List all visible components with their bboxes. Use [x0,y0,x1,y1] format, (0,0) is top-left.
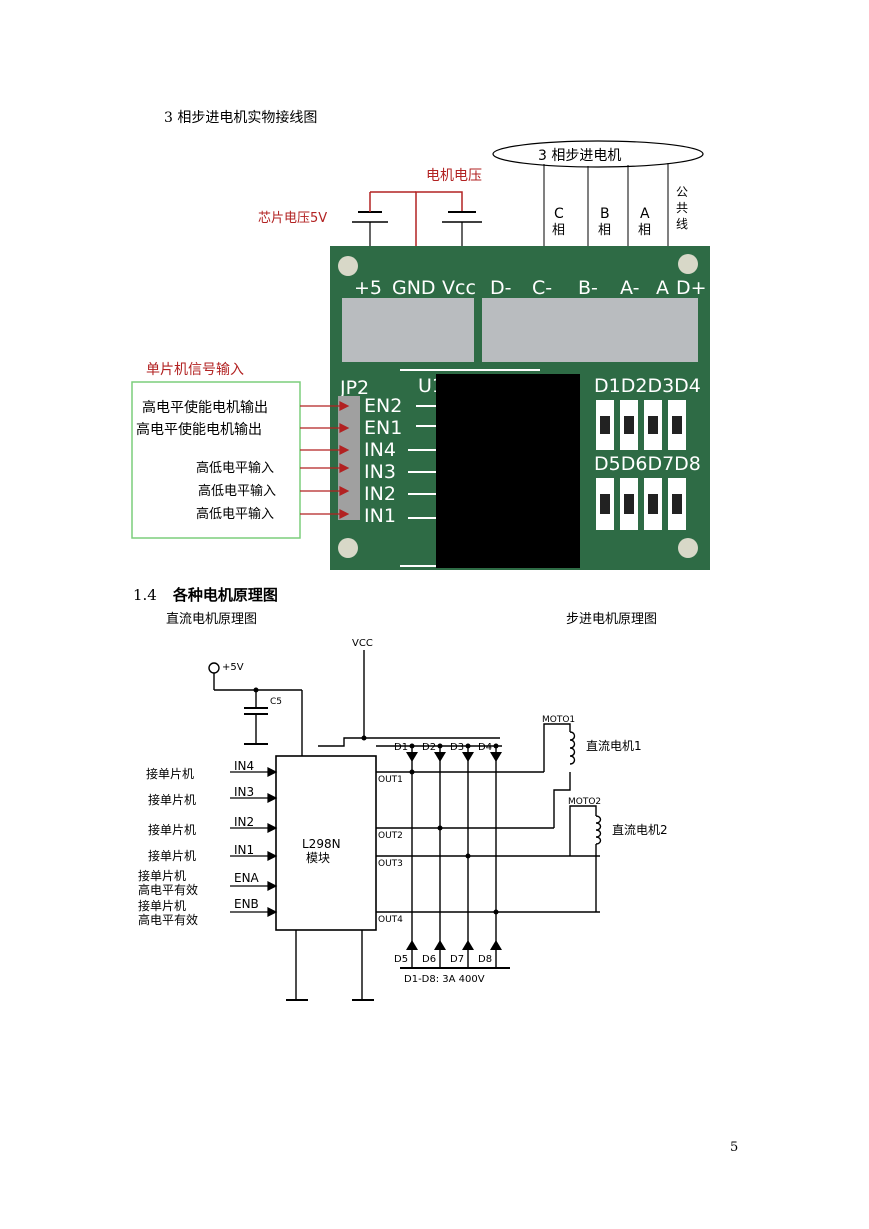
pin-in3: IN3 [364,461,396,483]
d2-label: D2 [422,742,436,753]
out2-label: OUT2 [378,831,403,841]
in3-pin: IN3 [234,785,254,799]
motor-label: 3 相步进电机 [538,148,621,164]
common-wire-2: 共 [676,201,688,215]
l298n-schematic: VCC +5V C5 L298N 模块 IN4 IN3 IN2 IN1 ENA … [138,638,668,1001]
ena-label2: 高电平有效 [138,882,198,897]
pin-gnd: GND [392,277,436,299]
page-number: 5 [730,1140,739,1155]
d7-label: D7 [450,954,464,965]
d6-label: D6 [422,954,436,965]
pin-in1: IN1 [364,505,396,527]
module-name: L298N [302,837,341,851]
phase-b-letter: B [600,206,610,222]
mount-hole [678,254,698,274]
in2-label: 接单片机 [148,822,196,837]
out3-label: OUT3 [378,859,403,869]
pin-in4: IN4 [364,439,396,461]
d1-label: D1 [394,742,408,753]
diode-top-labels: D1D2D3D4 [594,375,701,397]
phase-a-letter: A [640,206,650,222]
module-word: 模块 [306,851,330,865]
page-heading: 3 相步进电机实物接线图 [164,110,318,126]
pin-en2: EN2 [364,395,402,417]
moto1-id: MOTO1 [542,715,575,725]
pin-a: A [656,277,669,299]
moto2-label: 直流电机2 [612,823,668,837]
mount-hole [678,538,698,558]
pin-plus5: +5 [354,277,382,299]
mount-hole [338,256,358,276]
chip-voltage-label: 芯片电压5V [258,211,327,226]
enb-pin: ENB [234,897,259,911]
phase-c-word: 相 [552,223,565,238]
jp2-header [338,396,360,520]
pin-b-minus: B- [578,277,598,299]
pin-d-plus: D+ [676,277,707,299]
enb-label: 接单片机 [138,898,186,913]
ena-pin: ENA [234,871,260,885]
phase-a-word: 相 [638,223,651,238]
motor-voltage-label: 电机电压 [426,168,482,184]
diode-note: D1-D8: 3A 400V [404,974,485,985]
plus5v-label: +5V [222,662,244,673]
in2-pin: IN2 [234,815,254,829]
section-number: 1.4 [133,586,157,604]
ena-label: 接单片机 [138,868,186,883]
board-wiring-diagram: 3 相步进电机 电机电压 芯片电压5V C 相 B 相 A 相 公 共 线 +5… [131,140,710,570]
motor-voltage-wire [415,191,463,246]
in4-label: 接单片机 [146,766,194,781]
mount-hole [338,538,358,558]
d8-label: D8 [478,954,492,965]
l298n-chip [436,374,580,568]
mcu-input-in3: 高低电平输入 [196,460,274,476]
moto2-id: MOTO2 [568,797,601,807]
in1-pin: IN1 [234,843,254,857]
mcu-input-in2: 高低电平输入 [198,483,276,499]
c5-label: C5 [270,697,282,707]
diode-bottom-labels: D5D6D7D8 [594,453,701,475]
in3-label: 接单片机 [148,792,196,807]
mcu-input-box [131,381,301,539]
d5-label: D5 [394,954,408,965]
section-title: 各种电机原理图 [172,586,278,604]
d3-label: D3 [450,742,464,753]
heatsink-left [342,298,474,362]
mcu-input-in1: 高低电平输入 [196,506,274,522]
out1-label: OUT1 [378,775,403,785]
caption-right: 步进电机原理图 [566,612,658,627]
pin-en1: EN1 [364,417,402,439]
section-heading: 1.4 各种电机原理图 [133,584,278,605]
motor-ellipse [492,140,704,168]
common-wire-3: 线 [676,217,688,231]
common-wire-1: 公 [676,185,688,199]
phase-b-word: 相 [598,223,611,238]
d4-label: D4 [478,742,492,753]
in4-pin: IN4 [234,759,254,773]
enb-label2: 高电平有效 [138,912,198,927]
jp2-label: JP2 [339,377,369,399]
moto1-label: 直流电机1 [586,739,642,753]
in1-label: 接单片机 [148,848,196,863]
pin-d-minus: D- [490,277,512,299]
vcc-label: VCC [352,638,373,649]
phase-c-letter: C [554,206,564,222]
pin-vcc: Vcc [442,277,476,299]
pin-in2: IN2 [364,483,396,505]
pin-a-minus: A- [620,277,639,299]
caption-left: 直流电机原理图 [166,612,258,627]
mcu-input-en1: 高电平使能电机输出 [136,421,262,438]
heatsink-right [482,298,698,362]
mcu-input-en2: 高电平使能电机输出 [142,399,268,416]
pin-c-minus: C- [532,277,552,299]
mcu-input-title: 单片机信号输入 [146,362,244,378]
out4-label: OUT4 [378,915,403,925]
